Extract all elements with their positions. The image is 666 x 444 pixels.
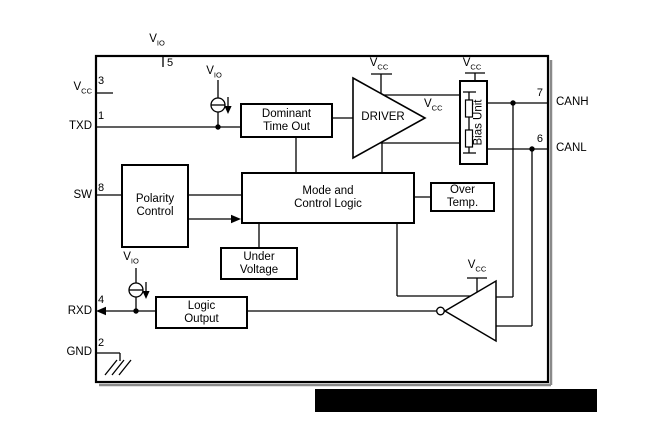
- rxd-arrowhead: [96, 306, 106, 316]
- junction-dot: [510, 100, 516, 106]
- pin-number-5: 5: [167, 57, 174, 69]
- block-label: Control Logic: [294, 198, 362, 210]
- block-label: Voltage: [239, 263, 279, 276]
- pin-label-rxd: RXD: [67, 305, 92, 317]
- pin-number-6: 6: [536, 133, 543, 145]
- pin-number-2: 2: [98, 337, 105, 349]
- block-over-temp: Over Temp.: [430, 182, 495, 212]
- pin-number-8: 8: [98, 182, 105, 194]
- block-label: Temp.: [446, 197, 479, 209]
- inverter-bubble-icon: [436, 306, 446, 316]
- pin-label-txd: TXD: [69, 120, 92, 132]
- driver-triangle: [352, 76, 427, 160]
- block-label: Bias Unit: [473, 99, 485, 146]
- block-bias-unit: Bias Unit: [459, 80, 488, 165]
- block-polarity-control: Polarity Control: [121, 164, 189, 248]
- pin-label-canl: CANL: [556, 142, 587, 154]
- vcc-supply-label: VCC: [369, 57, 389, 72]
- pin-label-sw: SW: [73, 189, 92, 201]
- block-logic-output: Logic Output: [155, 296, 248, 329]
- block-under-voltage: Under Voltage: [220, 247, 298, 280]
- block-label: Over: [450, 184, 475, 196]
- block-label: Control: [136, 206, 174, 218]
- current-source-icon: [128, 282, 150, 299]
- junction-dot: [133, 308, 139, 314]
- vcc-supply-label: VCC: [467, 259, 487, 274]
- pin-label-canh: CANH: [556, 96, 589, 108]
- pin-number-4: 4: [98, 294, 105, 306]
- pin-number-7: 7: [536, 87, 543, 99]
- junction-dot: [529, 146, 535, 152]
- block-label: Logic: [187, 299, 216, 312]
- ground-icon: [104, 359, 132, 376]
- pin-label-vcc: VCC: [73, 81, 92, 96]
- vcc-tap-icon: [371, 72, 487, 293]
- pin-number-3: 3: [98, 75, 105, 87]
- block-label: Output: [184, 312, 219, 325]
- vio-supply-label: VIO: [123, 251, 139, 266]
- block-label: Under: [243, 250, 275, 263]
- block-label: Polarity: [135, 193, 175, 205]
- vio-supply-label: VIO: [206, 65, 222, 80]
- vcc-supply-label: VCC: [424, 98, 443, 113]
- redaction-bar: [315, 389, 597, 412]
- ic-border-shadow: [99, 60, 553, 387]
- pin-label-gnd: GND: [66, 346, 92, 358]
- vcc-supply-label: VCC: [462, 57, 482, 72]
- block-dominant-timeout: Dominant Time Out: [240, 103, 333, 138]
- junction-dot: [215, 124, 221, 130]
- block-mode-control-logic: Mode and Control Logic: [241, 172, 415, 224]
- receiver-triangle: [443, 279, 497, 343]
- block-label: Dominant: [261, 107, 312, 120]
- pin-number-1: 1: [98, 110, 105, 122]
- driver-label: DRIVER: [361, 111, 405, 123]
- signal-wires: [95, 56, 548, 361]
- pin-label-vio-top: VIO: [149, 33, 165, 48]
- block-label: Time Out: [263, 120, 310, 133]
- block-label: Mode and: [302, 185, 354, 197]
- current-source-icon: [210, 97, 232, 114]
- polarity-arrowhead: [231, 214, 241, 224]
